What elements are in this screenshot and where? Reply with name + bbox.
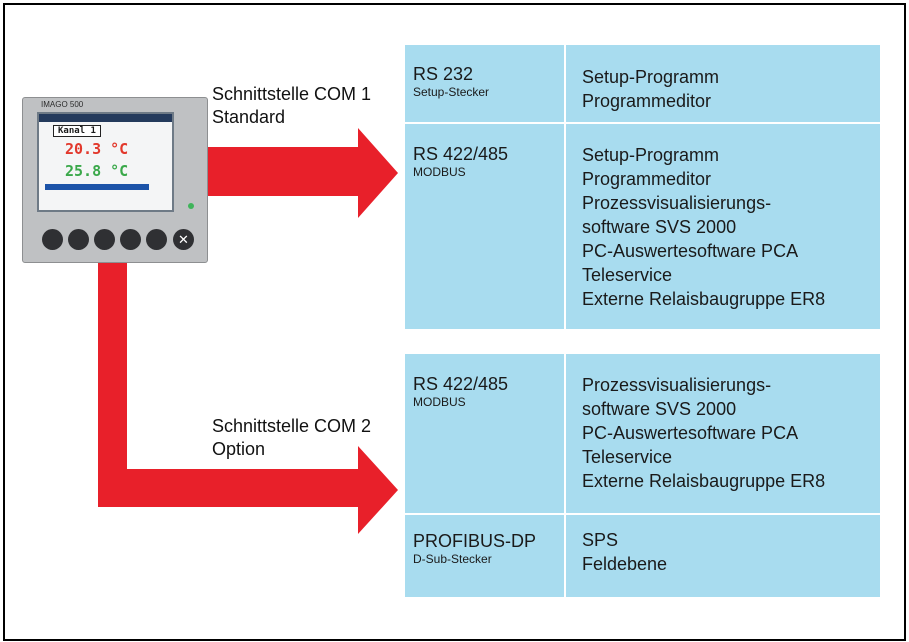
iface-sub: MODBUS: [413, 395, 466, 409]
device-button-5[interactable]: [146, 229, 167, 250]
use-item: Teleservice: [582, 447, 673, 467]
com2-row1-uses-cell: [566, 354, 880, 513]
iface-name: PROFIBUS-DP: [413, 531, 537, 551]
use-item: software SVS 2000: [582, 399, 737, 419]
device-brand: IMAGO 500: [41, 100, 84, 109]
diagram-frame: [3, 3, 906, 641]
com1-row2-iface: RS 422/485 MODBUS: [413, 143, 508, 179]
iface-sub: Setup-Stecker: [413, 85, 490, 99]
arrow-com2: [98, 262, 398, 534]
device-button-2[interactable]: [68, 229, 89, 250]
com1-label-line1: Schnittstelle COM 1: [212, 84, 372, 104]
com2-row2-iface: PROFIBUS-DP D-Sub-Stecker: [413, 530, 536, 566]
use-item: Teleservice: [582, 265, 673, 285]
com2-row2-uses-cell: [566, 515, 880, 597]
controller-device: Kanal 1 20.3 °C 25.8 °C IMAGO 500 ✕: [22, 97, 208, 263]
use-item: Prozessvisualisierungs-: [582, 375, 772, 395]
iface-sub: MODBUS: [413, 165, 466, 179]
com1-row1-iface-cell: [405, 45, 564, 122]
screen-progress-bar: [45, 184, 149, 190]
com1-row1-uses: Setup-Programm Programmeditor: [582, 65, 719, 113]
iface-name: RS 232: [413, 64, 474, 84]
use-item: PC-Auswertesoftware PCA: [582, 241, 799, 261]
iface-sub: D-Sub-Stecker: [413, 552, 492, 566]
use-item: Programmeditor: [582, 91, 712, 111]
com1-row2-uses-cell: [566, 124, 880, 329]
arrow-com1: [207, 128, 398, 218]
status-led: [188, 203, 194, 209]
use-item: SPS: [582, 530, 619, 550]
use-item: PC-Auswertesoftware PCA: [582, 423, 799, 443]
com2-label: Schnittstelle COM 2 Option: [212, 415, 371, 461]
use-item: Programmeditor: [582, 169, 712, 189]
com2-row1-uses: Prozessvisualisierungs- software SVS 200…: [582, 373, 825, 493]
com2-row1-iface-cell: [405, 354, 564, 513]
iface-name: RS 422/485: [413, 144, 509, 164]
use-item: Externe Relaisbaugruppe ER8: [582, 289, 826, 309]
com1-row1-uses-cell: [566, 45, 880, 122]
use-item: Feldebene: [582, 554, 668, 574]
screen-value-2: 25.8 °C: [65, 162, 129, 180]
screen-value-1: 20.3 °C: [65, 140, 129, 158]
com1-row2-uses: Setup-Programm Programmeditor Prozessvis…: [582, 143, 825, 311]
device-button-4[interactable]: [120, 229, 141, 250]
screen-channel: Kanal 1: [53, 125, 101, 137]
tool-button-icon[interactable]: ✕: [173, 229, 194, 250]
iface-name: RS 422/485: [413, 374, 509, 394]
com1-row2-iface-cell: [405, 124, 564, 329]
com2-row2-iface-cell: [405, 515, 564, 597]
use-item: Setup-Programm: [582, 145, 720, 165]
com2-row2-uses: SPS Feldebene: [582, 528, 667, 576]
device-button-3[interactable]: [94, 229, 115, 250]
device-screen: Kanal 1 20.3 °C 25.8 °C: [37, 112, 174, 212]
screen-header: [39, 114, 172, 122]
use-item: Setup-Programm: [582, 67, 720, 87]
use-item: Prozessvisualisierungs-: [582, 193, 772, 213]
device-button-1[interactable]: [42, 229, 63, 250]
use-item: Externe Relaisbaugruppe ER8: [582, 471, 826, 491]
com2-label-line2: Option: [212, 439, 266, 459]
com2-row1-iface: RS 422/485 MODBUS: [413, 373, 508, 409]
com1-label-line2: Standard: [212, 107, 286, 127]
com1-row1-iface: RS 232 Setup-Stecker: [413, 63, 489, 99]
com2-label-line1: Schnittstelle COM 2: [212, 416, 372, 436]
com1-label: Schnittstelle COM 1 Standard: [212, 83, 371, 129]
use-item: software SVS 2000: [582, 217, 737, 237]
